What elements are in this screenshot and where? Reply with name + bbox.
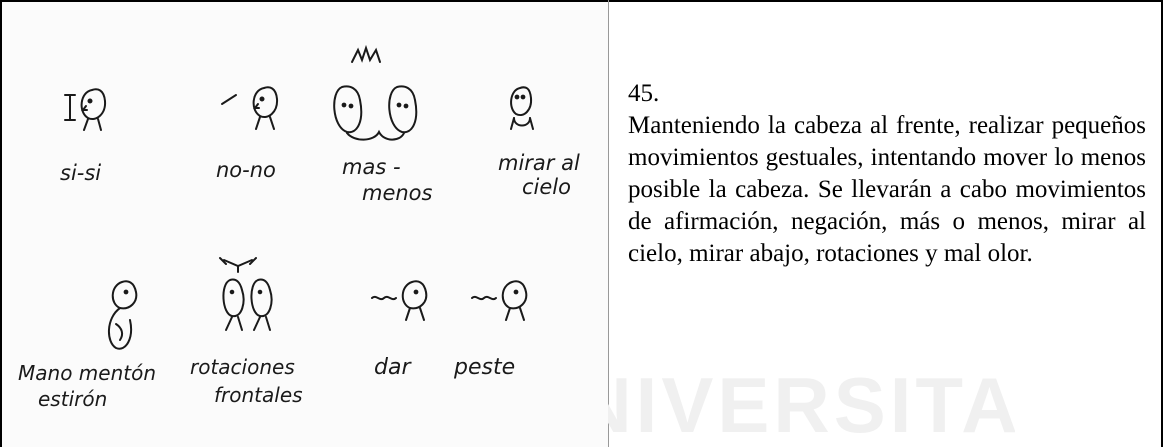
label-rot-2: frontales xyxy=(214,383,303,407)
label-no-no: no-no xyxy=(216,158,276,182)
table-border-left xyxy=(0,0,2,447)
head-peste-icon xyxy=(371,280,528,321)
label-mas-menos-2: menos xyxy=(362,181,433,205)
head-si-si-icon xyxy=(64,88,107,131)
table-border-top xyxy=(0,0,1163,2)
head-no-no-icon xyxy=(221,86,279,130)
head-rotaciones-icon xyxy=(219,257,273,331)
label-peste: peste xyxy=(453,355,515,380)
label-si-si: si-si xyxy=(60,161,101,185)
label-mas-menos-1: mas - xyxy=(342,155,401,179)
exercise-text: Manteniendo la cabeza al frente, realiza… xyxy=(628,112,1146,267)
label-mano-2: estirón xyxy=(38,387,107,411)
gesture-illustration: si-si no-no mas - xyxy=(2,2,608,447)
label-rot-1: rotaciones xyxy=(190,355,295,379)
head-mas-menos-icon xyxy=(333,44,418,141)
label-mirar-2: cielo xyxy=(522,175,571,199)
exercise-number: 45. xyxy=(628,80,660,107)
table-border-right xyxy=(1161,0,1163,447)
exercise-description: 45. Manteniendo la cabeza al frente, rea… xyxy=(628,78,1146,270)
table-column-divider xyxy=(608,0,609,447)
label-mano-1: Mano mentón xyxy=(18,361,156,385)
label-mirar-1: mirar al xyxy=(498,151,580,175)
head-mano-menton-icon xyxy=(108,280,138,350)
head-mirar-cielo-icon xyxy=(510,86,534,130)
label-dar: dar xyxy=(374,355,412,380)
